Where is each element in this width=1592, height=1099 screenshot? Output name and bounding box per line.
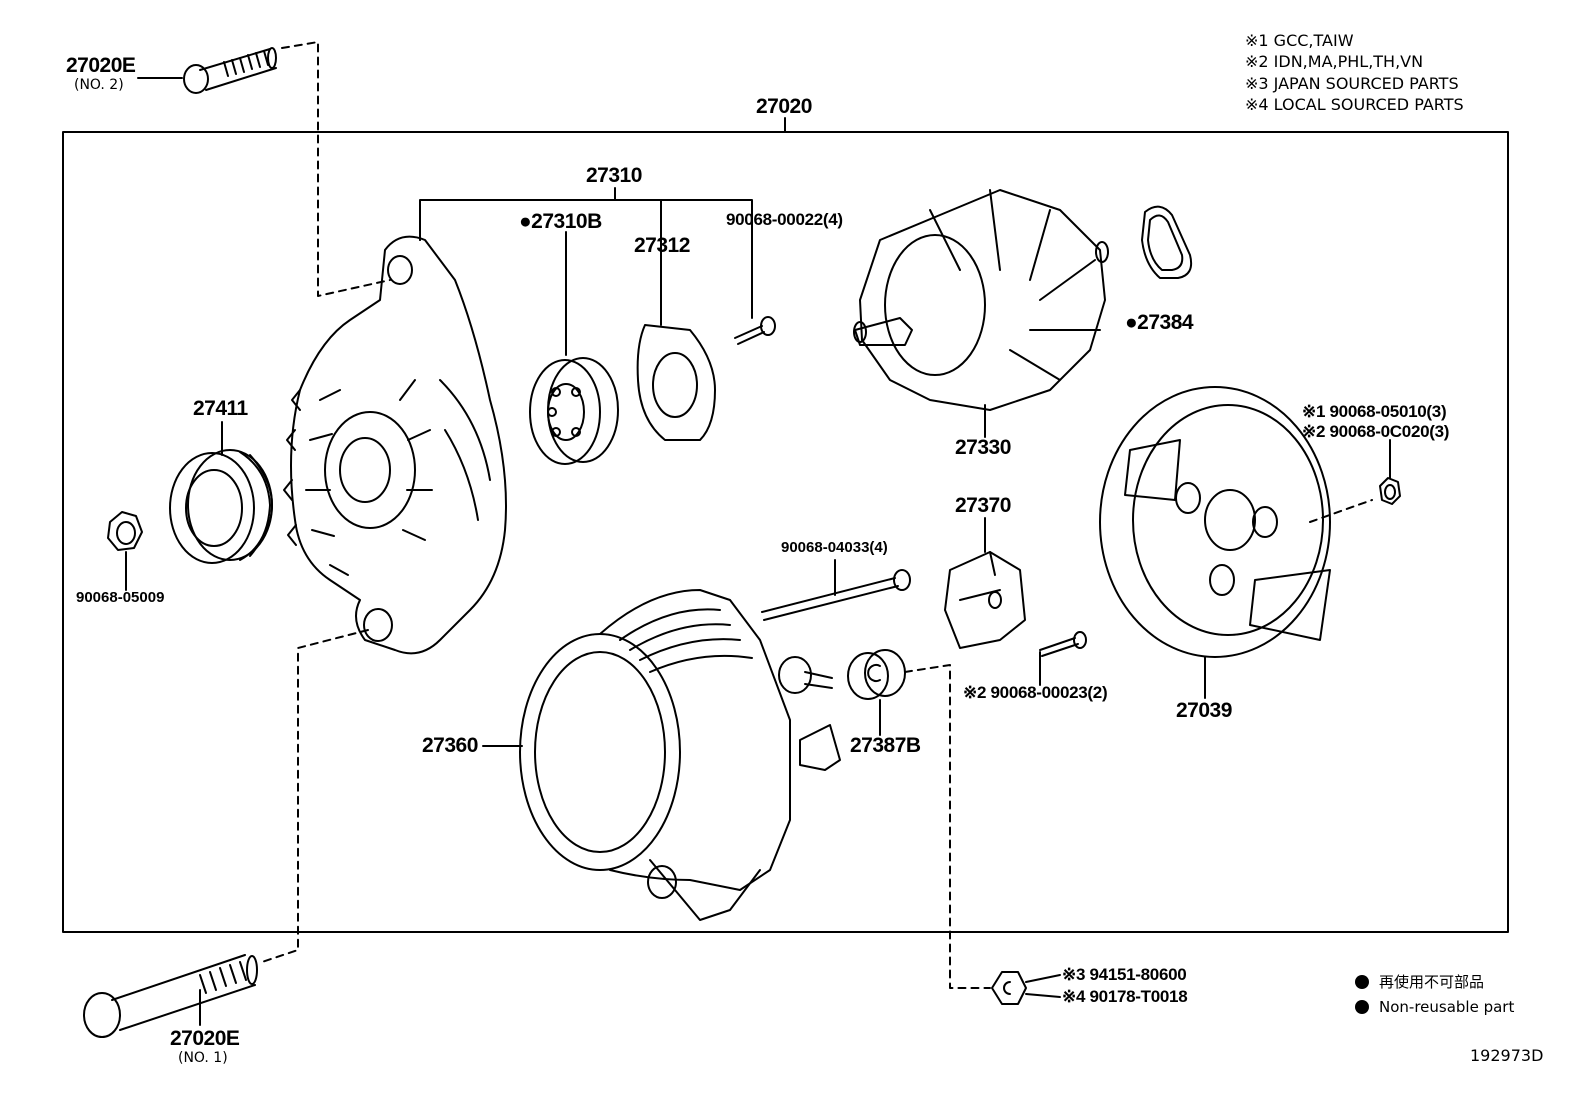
label-90068-05010[interactable]: ※1 90068-05010(3)	[1302, 402, 1447, 421]
label-27020E-no1[interactable]: 27020E	[170, 1027, 240, 1050]
dashed-27020E-no1	[261, 629, 369, 963]
insulator-27387B-drawing	[847, 649, 906, 700]
label-27411[interactable]: 27411	[193, 397, 248, 420]
label-27310B[interactable]: ●27310B	[519, 210, 602, 233]
terminal-bolt-drawing	[778, 656, 841, 771]
note-1: ※1 GCC,TAIW	[1245, 31, 1354, 50]
nut-94151-80600-drawing	[991, 971, 1027, 1005]
rear-cover-27039-drawing	[1099, 386, 1331, 658]
legend-dot-icon	[1355, 975, 1369, 989]
label-94151-80600[interactable]: ※3 94151-80600	[1062, 965, 1187, 984]
label-90068-0C020[interactable]: ※2 90068-0C020(3)	[1302, 422, 1450, 441]
seal-27384-drawing	[1141, 205, 1193, 279]
stator-27360-drawing	[519, 589, 791, 921]
label-90068-04033[interactable]: 90068-04033(4)	[781, 539, 888, 556]
note-4: ※4 LOCAL SOURCED PARTS	[1245, 95, 1464, 114]
label-27370[interactable]: 27370	[955, 494, 1011, 517]
label-27387B[interactable]: 27387B	[850, 734, 921, 757]
bearing-27310B-drawing	[529, 357, 619, 465]
bolt-27020E-no1-drawing	[83, 954, 258, 1038]
drive-end-housing-drawing	[283, 235, 507, 655]
assembly-frame	[62, 131, 1509, 933]
legend-dot-icon	[1355, 1000, 1369, 1014]
label-27312[interactable]: 27312	[634, 234, 690, 257]
legend-jp-text: 再使用不可部品	[1379, 973, 1485, 991]
label-27384[interactable]: ●27384	[1125, 311, 1194, 334]
label-27310[interactable]: 27310	[586, 164, 642, 187]
label-27020E-no1-sub: (NO. 1)	[178, 1050, 228, 1066]
brush-holder-27370-drawing	[944, 551, 1026, 649]
diagram-id: 192973D	[1470, 1046, 1544, 1065]
bolt-27020E-no2-drawing	[183, 47, 277, 94]
legend-jp: 再使用不可部品	[1355, 975, 1484, 990]
dashed-27039-nut	[1309, 499, 1373, 523]
label-27039[interactable]: 27039	[1176, 699, 1232, 722]
dashed-27020E-no2	[281, 41, 391, 297]
pulley-27411-drawing	[169, 449, 273, 564]
rotor-27330-drawing	[853, 189, 1109, 411]
screw-90068-00022-drawing	[734, 316, 776, 345]
label-90068-00023[interactable]: ※2 90068-00023(2)	[963, 683, 1108, 702]
label-90178-T0018[interactable]: ※4 90178-T0018	[1062, 987, 1188, 1006]
label-27020E-no2[interactable]: 27020E	[66, 54, 136, 77]
legend-en: Non-reusable part	[1355, 1000, 1514, 1015]
label-27360[interactable]: 27360	[422, 734, 478, 757]
label-27020E-no2-sub: (NO. 2)	[74, 77, 124, 93]
label-90068-05009[interactable]: 90068-05009	[76, 589, 165, 606]
label-90068-00022[interactable]: 90068-00022(4)	[726, 210, 843, 229]
bolt-90068-04033-drawing	[761, 569, 911, 621]
legend-en-text: Non-reusable part	[1379, 998, 1515, 1016]
plate-27312-drawing	[636, 324, 716, 441]
label-27020[interactable]: 27020	[756, 95, 812, 118]
dashed-27387B	[904, 664, 991, 989]
bracket-27310	[419, 199, 753, 319]
nut-90068-05010-drawing	[1379, 477, 1401, 505]
note-2: ※2 IDN,MA,PHL,TH,VN	[1245, 52, 1424, 71]
screw-90068-00023-drawing	[1039, 631, 1087, 657]
nut-90068-05009-drawing	[107, 511, 143, 551]
label-27330[interactable]: 27330	[955, 436, 1011, 459]
note-3: ※3 JAPAN SOURCED PARTS	[1245, 74, 1459, 93]
